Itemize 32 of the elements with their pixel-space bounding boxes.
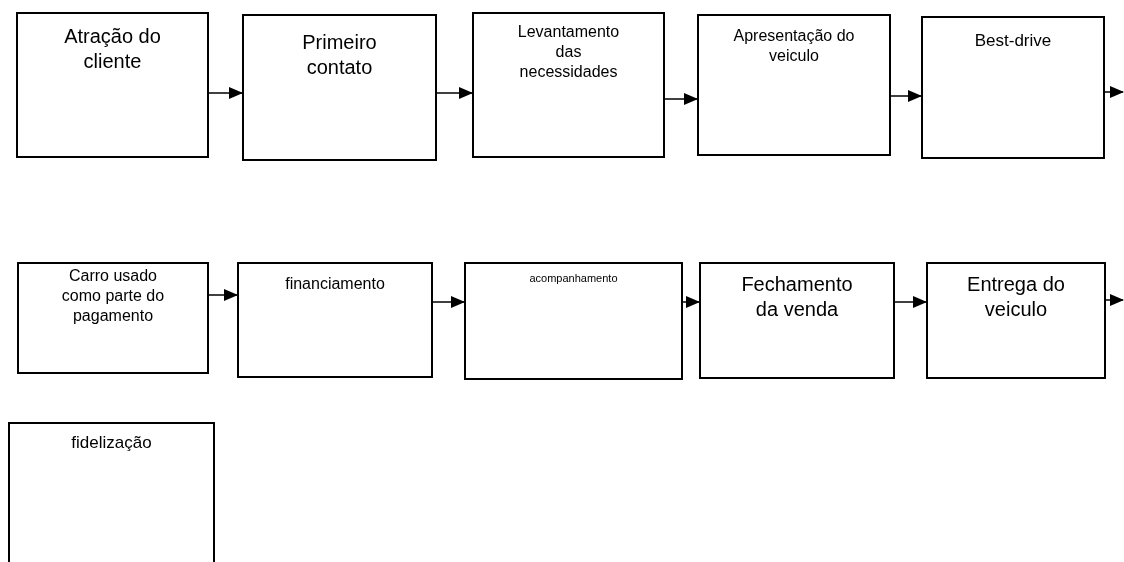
step-label: Carro usado como parte do pagamento bbox=[60, 266, 166, 326]
arrow bbox=[890, 90, 922, 102]
process-box bbox=[237, 262, 433, 378]
process-box bbox=[697, 14, 891, 156]
step-label: acompanhamento bbox=[529, 272, 618, 286]
step-label: Best-drive bbox=[974, 30, 1052, 52]
arrow bbox=[436, 87, 473, 99]
arrow bbox=[208, 289, 238, 301]
step-label: Entrega do veiculo bbox=[966, 272, 1066, 322]
arrow bbox=[664, 93, 698, 105]
arrow bbox=[208, 87, 243, 99]
step-label: Apresentação do veiculo bbox=[732, 26, 856, 66]
step-label: Levantamento das necessidades bbox=[516, 22, 621, 82]
step-label: financiamento bbox=[285, 274, 385, 294]
arrow bbox=[894, 296, 927, 308]
process-box bbox=[926, 262, 1106, 379]
arrow bbox=[432, 296, 465, 308]
arrow bbox=[682, 296, 700, 308]
step-label: Atração do cliente bbox=[63, 24, 162, 74]
arrow bbox=[1105, 294, 1124, 306]
process-box bbox=[921, 16, 1105, 159]
process-box bbox=[464, 262, 683, 380]
process-box bbox=[17, 262, 209, 374]
process-box bbox=[242, 14, 437, 161]
arrow bbox=[1104, 86, 1124, 98]
process-box bbox=[16, 12, 209, 158]
process-box bbox=[8, 422, 215, 562]
step-label: fidelização bbox=[71, 432, 152, 454]
process-box bbox=[699, 262, 895, 379]
process-box bbox=[472, 12, 665, 158]
step-label: Fechamento da venda bbox=[740, 272, 854, 322]
step-label: Primeiro contato bbox=[301, 30, 378, 80]
